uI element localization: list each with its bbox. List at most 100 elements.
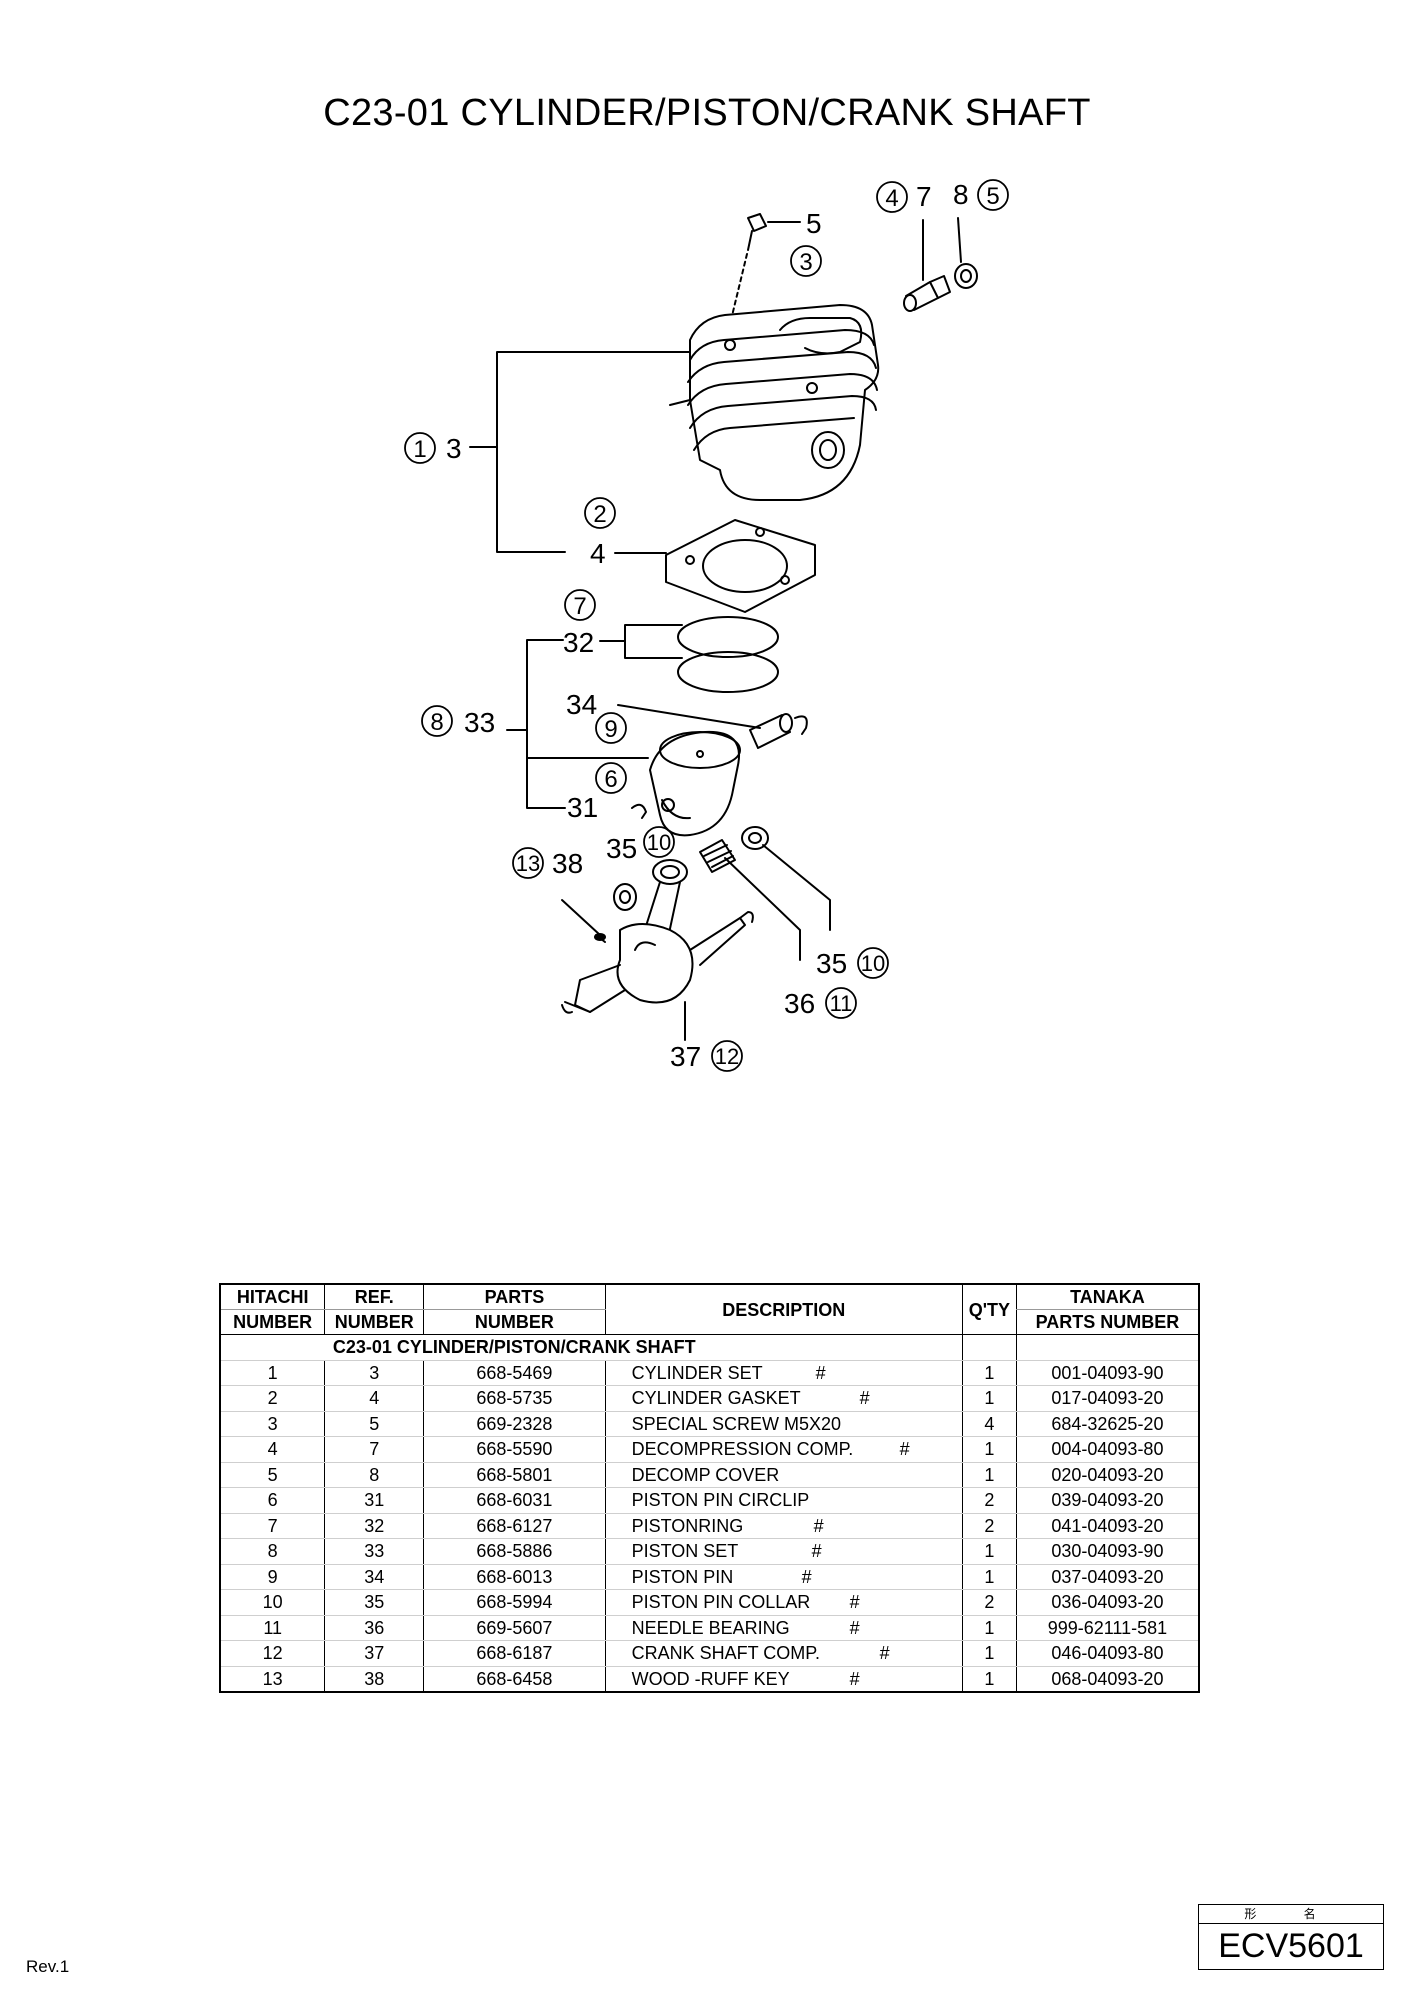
hitachi-number-cell: 6 [220, 1487, 325, 1514]
callout-ref-38: 38 [552, 848, 583, 879]
hitachi-number-cell: 1 [220, 1360, 325, 1386]
header-parts: PARTS [423, 1284, 606, 1310]
parts-number-cell: 669-5607 [423, 1615, 606, 1641]
ref-number-cell: 7 [324, 1436, 424, 1463]
gasket-drawing [614, 519, 816, 613]
callout-ref-3: 3 [446, 433, 462, 464]
tanaka-number-cell: 999-62111-581 [1015, 1615, 1199, 1641]
parts-number-cell: 668-6031 [423, 1487, 606, 1514]
tanaka-number-cell: 004-04093-80 [1015, 1436, 1199, 1463]
new-part-mark: # [849, 1592, 860, 1612]
qty-cell: 2 [961, 1487, 1017, 1514]
tanaka-number-cell: 068-04093-20 [1015, 1666, 1199, 1692]
parts-number-cell: 668-6013 [423, 1564, 606, 1590]
tanaka-number-cell: 017-04093-20 [1015, 1385, 1199, 1412]
qty-cell: 1 [961, 1538, 1017, 1565]
new-part-mark: # [811, 1541, 822, 1561]
cylinder-drawing [669, 304, 880, 501]
callout-ref-34: 34 [566, 689, 597, 720]
description-cell: PISTON SET # [604, 1538, 963, 1565]
new-part-mark: # [815, 1362, 826, 1383]
description-text: DECOMP COVER [631, 1464, 780, 1485]
callout-hitachi-2: 2 [593, 501, 606, 528]
tanaka-number-cell: 684-32625-20 [1015, 1411, 1199, 1437]
new-part-mark: # [859, 1388, 870, 1408]
description-text: DECOMPRESSION COMP. [631, 1439, 854, 1459]
qty-cell: 2 [961, 1589, 1017, 1616]
parts-number-cell: 668-5994 [423, 1589, 606, 1616]
new-part-mark: # [849, 1668, 860, 1689]
header-hitachi: HITACHI [220, 1284, 325, 1310]
header-qty: Q'TY [961, 1284, 1017, 1335]
section-title: C23-01 CYLINDER/PISTON/CRANK SHAFT [324, 1334, 963, 1361]
description-cell: CYLINDER SET # [604, 1360, 963, 1386]
tanaka-number-cell: 039-04093-20 [1015, 1487, 1199, 1514]
qty-cell: 1 [961, 1666, 1017, 1692]
callout-hitachi-6: 6 [604, 766, 617, 793]
description-text: SPECIAL SCREW M5X20 [631, 1413, 841, 1434]
ref-number-cell: 5 [324, 1411, 424, 1437]
tanaka-number-cell: 001-04093-90 [1015, 1360, 1199, 1386]
ref-number-cell: 35 [324, 1589, 424, 1616]
description-text: PISTON PIN COLLAR [631, 1592, 811, 1612]
description-text: WOOD -RUFF KEY [631, 1668, 790, 1689]
description-cell: PISTON PIN# [604, 1564, 963, 1590]
parts-number-cell: 668-5469 [423, 1360, 606, 1386]
description-cell: PISTON PIN CIRCLIP [604, 1487, 963, 1514]
description-cell: CRANK SHAFT COMP.# [604, 1640, 963, 1667]
parts-number-cell: 668-5590 [423, 1436, 606, 1463]
hitachi-number-cell: 11 [220, 1615, 325, 1641]
description-cell: DECOMPRESSION COMP. # [604, 1436, 963, 1463]
callout-hitachi-9: 9 [604, 716, 617, 743]
callout-ref-5: 5 [806, 208, 822, 239]
description-text: PISTON PIN CIRCLIP [631, 1490, 810, 1510]
parts-number-cell: 668-5735 [423, 1385, 606, 1412]
tanaka-number-cell: 036-04093-20 [1015, 1589, 1199, 1616]
parts-number-cell: 669-2328 [423, 1411, 606, 1437]
description-cell: NEEDLE BEARING# [604, 1615, 963, 1641]
ref-number-cell: 4 [324, 1385, 424, 1412]
callout-ref-31: 31 [567, 792, 598, 823]
callout-ref-36: 36 [784, 988, 815, 1019]
parts-number-cell: 668-6127 [423, 1513, 606, 1539]
callout-hitachi-10-bottom: 10 [861, 951, 885, 976]
qty-cell: 1 [961, 1564, 1017, 1590]
parts-number-cell: 668-5801 [423, 1462, 606, 1488]
hitachi-number-cell: 4 [220, 1436, 325, 1463]
hitachi-number-cell: 9 [220, 1564, 325, 1590]
ref-number-cell: 33 [324, 1538, 424, 1565]
model-box: 形 名 ECV5601 [1198, 1904, 1384, 1970]
description-text: CYLINDER SET [631, 1362, 763, 1383]
header-tanaka: TANAKA [1015, 1284, 1199, 1310]
parts-number-cell: 668-5886 [423, 1538, 606, 1565]
callout-ref-4: 4 [590, 538, 606, 569]
new-part-mark: # [899, 1439, 910, 1459]
header-hitachi-number: NUMBER [220, 1309, 325, 1335]
hitachi-number-cell: 5 [220, 1462, 325, 1488]
callout-ref-37: 37 [670, 1041, 701, 1072]
qty-cell: 1 [961, 1385, 1017, 1412]
callout-hitachi-7: 7 [573, 593, 586, 620]
qty-cell: 1 [961, 1360, 1017, 1386]
callout-hitachi-1: 1 [413, 436, 426, 463]
exploded-parts-diagram: 5 3 7 4 8 5 3 1 2 4 7 32 33 8 34 9 6 31 … [404, 179, 1009, 1072]
callout-ref-35-top: 35 [606, 833, 637, 864]
callout-hitachi-13: 13 [516, 851, 540, 876]
hitachi-number-cell: 13 [262, 1668, 283, 1689]
callout-hitachi-8: 8 [430, 709, 443, 736]
tanaka-number-cell: 020-04093-20 [1015, 1462, 1199, 1488]
hitachi-number-cell: 3 [220, 1411, 325, 1437]
callout-hitachi-11: 11 [830, 991, 853, 1016]
header-description: DESCRIPTION [604, 1284, 963, 1335]
piston-pin-drawing [617, 704, 808, 819]
qty-cell: 4 [961, 1411, 1017, 1437]
description-cell: CYLINDER GASKET# [604, 1385, 963, 1412]
qty-cell: 1 [961, 1462, 1017, 1488]
description-text: PISTON SET [631, 1541, 739, 1561]
parts-number-cell: 668-6458 [423, 1666, 606, 1692]
ref-number-cell: 38 [324, 1666, 424, 1692]
ref-number-cell: 8 [324, 1462, 424, 1488]
